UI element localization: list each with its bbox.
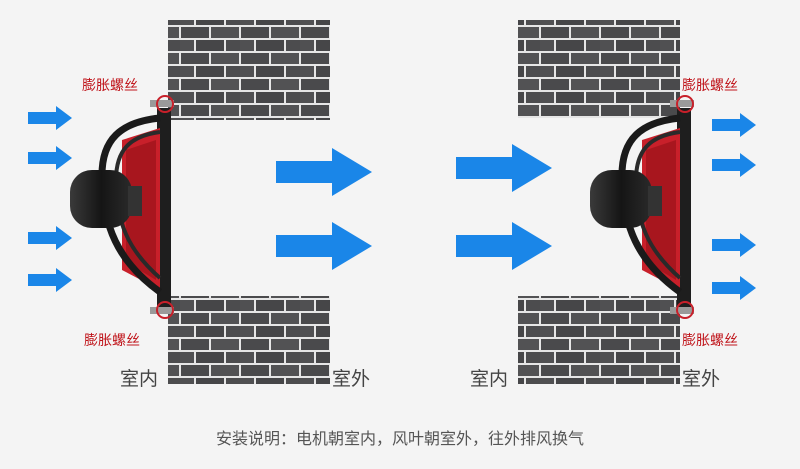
brick-wall-icon bbox=[518, 20, 680, 118]
installation-caption: 安装说明：电机朝室内，风叶朝室外，往外排风换气 bbox=[215, 429, 584, 448]
airflow-arrow-icon bbox=[456, 144, 552, 192]
airflow-arrow-icon bbox=[28, 146, 72, 170]
airflow-arrow-icon bbox=[276, 148, 372, 196]
airflow-arrow-icon bbox=[28, 268, 72, 292]
right-wall bbox=[518, 20, 680, 384]
brick-wall-icon bbox=[518, 296, 680, 384]
airflow-arrow-icon bbox=[712, 233, 756, 257]
indoor-label-right: 室内 bbox=[470, 368, 509, 390]
screw-label-bottom-left: 膨胀螺丝 bbox=[84, 333, 140, 349]
screw-label-bottom-right: 膨胀螺丝 bbox=[682, 333, 738, 349]
exhaust-fan-icon bbox=[70, 95, 174, 319]
outdoor-label-right: 室外 bbox=[682, 368, 721, 390]
indoor-label-left: 室内 bbox=[120, 368, 159, 390]
airflow-arrow-icon bbox=[456, 222, 552, 270]
airflow-arrow-icon bbox=[712, 153, 756, 177]
exhaust-fan-icon bbox=[590, 95, 694, 319]
airflow-arrow-icon bbox=[28, 106, 72, 130]
screw-label-top-left: 膨胀螺丝 bbox=[82, 78, 138, 94]
screw-label-top-right: 膨胀螺丝 bbox=[682, 78, 738, 94]
brick-wall-icon bbox=[168, 296, 330, 384]
outdoor-label-left: 室外 bbox=[332, 368, 371, 390]
airflow-arrows bbox=[28, 106, 756, 300]
brick-wall-icon bbox=[168, 20, 330, 120]
airflow-arrow-icon bbox=[712, 113, 756, 137]
airflow-arrow-icon bbox=[276, 222, 372, 270]
airflow-arrow-icon bbox=[712, 276, 756, 300]
left-wall bbox=[168, 20, 330, 384]
airflow-arrow-icon bbox=[28, 226, 72, 250]
